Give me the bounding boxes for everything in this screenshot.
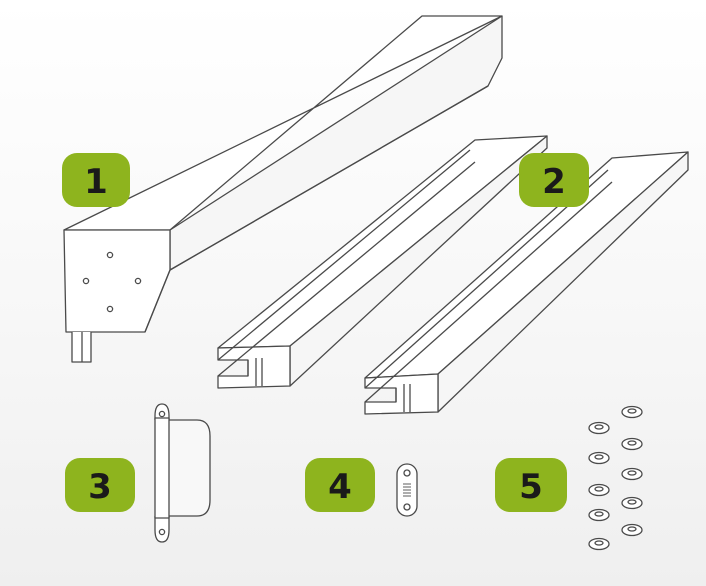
connector-hole <box>403 503 411 511</box>
badge-part-1: 1 <box>62 153 130 207</box>
washer <box>621 496 643 510</box>
badge-background <box>65 458 135 512</box>
bracket-illustration <box>154 403 211 543</box>
badge-background <box>62 153 130 207</box>
post-bevel-edge <box>144 85 489 333</box>
washers-illustration <box>588 405 643 551</box>
washer <box>588 451 610 465</box>
rail-a-groove <box>217 161 476 377</box>
connector-illustration <box>396 463 418 517</box>
badge-number: 5 <box>519 467 543 507</box>
badge-part-2: 2 <box>519 153 589 207</box>
post-illustration <box>63 15 503 363</box>
connector-hole <box>403 469 411 477</box>
badge-background <box>495 458 567 512</box>
badge-part-5: 5 <box>495 458 567 512</box>
washer <box>621 437 643 451</box>
bracket-hole <box>158 410 166 418</box>
badge-part-4: 4 <box>305 458 375 512</box>
post-hole <box>134 277 142 285</box>
post-front-face <box>63 229 171 333</box>
bracket-plate <box>154 417 170 519</box>
post-hole <box>82 277 90 285</box>
badge-number: 3 <box>88 467 112 507</box>
badge-number: 2 <box>542 162 566 202</box>
post-hole <box>106 305 114 313</box>
connector-slots <box>403 483 411 497</box>
badge-number: 1 <box>84 162 108 202</box>
post-holes <box>82 251 142 313</box>
washer <box>588 508 610 522</box>
washer <box>588 483 610 497</box>
badge-part-3: 3 <box>65 458 135 512</box>
washer <box>588 537 610 551</box>
badge-number: 4 <box>328 467 352 507</box>
badge-background <box>519 153 589 207</box>
rail-a-groove <box>217 149 471 361</box>
rail-a-illustration <box>217 135 548 389</box>
washer <box>621 405 643 419</box>
rail-b-end <box>364 373 439 415</box>
post-hole <box>106 251 114 259</box>
bracket-hole <box>158 528 166 536</box>
washer <box>588 421 610 435</box>
badge-background <box>305 458 375 512</box>
washer <box>621 467 643 481</box>
rail-b-groove <box>364 181 613 403</box>
badges: 1 2 3 4 5 <box>62 153 589 512</box>
bracket-body <box>164 419 211 517</box>
washer <box>621 523 643 537</box>
